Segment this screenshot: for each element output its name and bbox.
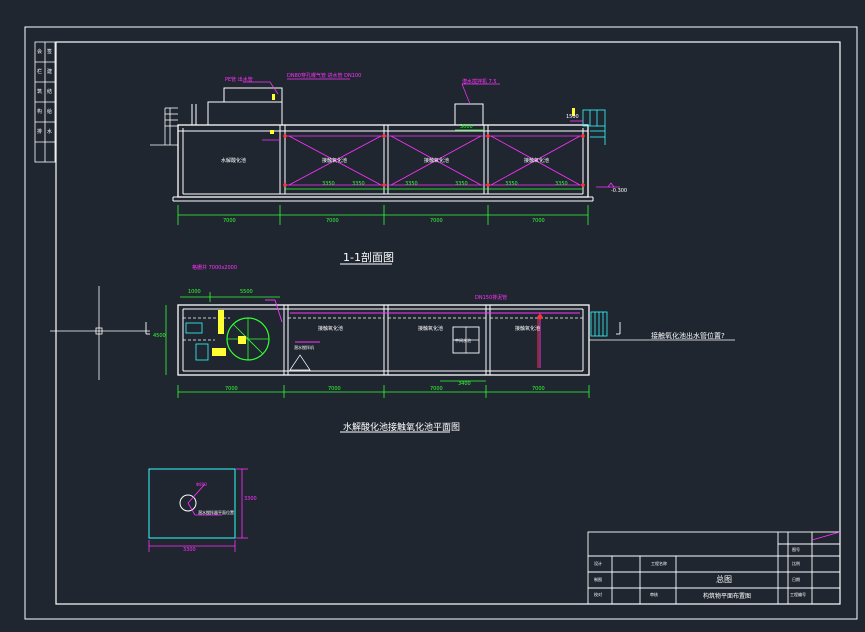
side-strip-char-9: 排 xyxy=(37,129,43,135)
section-view xyxy=(150,78,620,265)
title-block-row-label-2: 制图 xyxy=(594,577,602,582)
plan-span-2: 7000 xyxy=(328,386,341,392)
title-block-right-label-1: 图号 xyxy=(792,547,800,552)
title-block-right-label-3: 日期 xyxy=(792,577,800,582)
section-elevation-top: 1500 xyxy=(566,114,579,120)
title-block-project-label: 工程名称 xyxy=(651,561,667,566)
section-inner-dim-2: 3350 xyxy=(352,181,365,187)
detail-dim-bottom: 3300 xyxy=(183,547,196,553)
title-block-row-label-3: 校对 xyxy=(594,592,602,597)
side-signature-strip xyxy=(34,41,56,163)
outer-frame xyxy=(24,26,858,620)
plan-note-sludge-pipe: DN150排泥管 xyxy=(475,295,508,301)
side-strip-char-4: 建 xyxy=(47,69,53,75)
plan-span-3: 7000 xyxy=(430,386,443,392)
section-room-label-4: 接触氧化池 xyxy=(524,158,550,164)
section-span-3: 7000 xyxy=(430,218,443,224)
inner-frame xyxy=(55,41,841,605)
plan-title: 水解酸化池接触氧化池平面图 xyxy=(343,423,461,433)
side-strip-char-3: 栏 xyxy=(37,69,43,75)
plan-span-1: 7000 xyxy=(225,386,238,392)
plan-room-label-5: 潜水搅拌机 xyxy=(294,345,314,350)
plan-room-label-4: 中间水池 xyxy=(455,338,471,343)
side-strip-char-7: 构 xyxy=(37,109,43,115)
side-strip-char-8: 给 xyxy=(47,109,53,115)
section-inner-dim-5: 3350 xyxy=(505,181,518,187)
plan-mid-dim: 3400 xyxy=(458,381,471,387)
plan-span-4: 7000 xyxy=(532,386,545,392)
plan-room-label-3: 接触氧化池 xyxy=(515,326,541,332)
side-strip-char-5: 筑 xyxy=(37,89,43,95)
section-inner-dim-6: 3350 xyxy=(555,181,568,187)
section-room-label-2: 接触氧化池 xyxy=(322,158,348,164)
title-block xyxy=(587,531,841,605)
section-inner-dim-1: 3350 xyxy=(322,181,335,187)
section-inner-dim-3: 3350 xyxy=(405,181,418,187)
section-note-mixer: 潜水搅拌机 7.5 xyxy=(462,79,497,85)
plan-room-label-1: 接触氧化池 xyxy=(318,326,344,332)
plan-view xyxy=(50,286,735,433)
right-note: 接触氧化池出水管位置? xyxy=(651,332,725,340)
section-note-aeration: DN80穿孔曝气管 进水管 DN100 xyxy=(287,73,362,79)
detail-view xyxy=(148,468,248,552)
section-top-dim: 3000 xyxy=(460,124,473,130)
side-strip-char-10: 水 xyxy=(47,129,53,135)
section-elevation-bottom: -0.300 xyxy=(611,188,628,194)
detail-circle-dim: Φ800 xyxy=(196,482,207,487)
title-block-drawing-name: 构筑物平面布置图 xyxy=(703,593,752,600)
section-span-2: 7000 xyxy=(326,218,339,224)
section-room-label-1: 水解酸化池 xyxy=(221,158,247,164)
section-note-outlet: PE管 出水管 xyxy=(225,77,253,83)
plan-note-screen-well: 格栅井 7000x2000 xyxy=(192,265,237,271)
title-block-row-label-1: 设计 xyxy=(594,561,602,566)
section-span-4: 7000 xyxy=(532,218,545,224)
side-strip-char-6: 结 xyxy=(47,89,53,95)
plan-left-dim: 4500 xyxy=(153,333,166,339)
section-inner-dim-4: 3350 xyxy=(455,181,468,187)
section-span-1: 7000 xyxy=(223,218,236,224)
title-block-right-label-2: 比例 xyxy=(792,561,800,566)
side-strip-char-1: 会 xyxy=(37,49,43,55)
section-room-label-3: 接触氧化池 xyxy=(424,158,450,164)
plan-top-dim-1: 1000 xyxy=(188,289,201,295)
detail-dim-right: 3300 xyxy=(244,496,257,502)
plan-top-dim-2: 5500 xyxy=(240,289,253,295)
side-strip-char-2: 签 xyxy=(47,49,53,55)
title-block-drawing-title: 总图 xyxy=(716,575,732,584)
plan-room-label-2: 接触氧化池 xyxy=(418,326,444,332)
section-title: 1-1剖面图 xyxy=(343,251,394,264)
title-block-row-label-4: 审核 xyxy=(650,592,658,597)
detail-note: 潜水搅拌器平面位置 xyxy=(198,510,234,515)
title-block-right-label-4: 工程编号 xyxy=(790,592,806,597)
